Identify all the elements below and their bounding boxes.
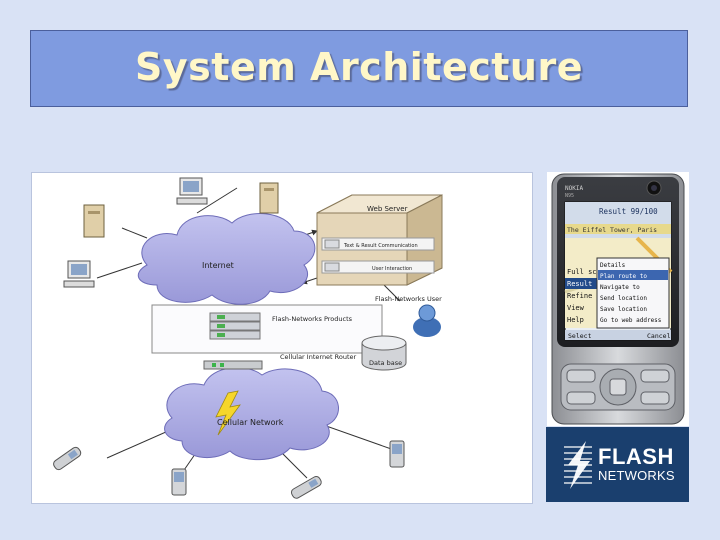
mobile-phone-icon [389, 440, 405, 468]
phone-model: N95 [565, 193, 574, 199]
mobile-phone-icon [53, 446, 82, 471]
products-label: Flash-Networks Products [272, 315, 353, 323]
server-tower-icon [259, 182, 279, 214]
submenu-item[interactable]: Go to web address [600, 317, 662, 324]
mobile-phone-icon [290, 475, 322, 499]
left-menu-item[interactable]: Full sc [567, 268, 597, 276]
result-count: Result 99/100 [599, 207, 658, 216]
database-label: Data base [369, 359, 402, 367]
text-comm-label: Text & Result Communication [343, 243, 418, 249]
desktop-pc-icon [176, 177, 208, 205]
map-label: The Eiffel Tower, Paris [567, 226, 657, 234]
cellular-label: Cellular Network [217, 418, 284, 427]
submenu-item[interactable]: Send location [600, 295, 647, 302]
title-bar: System Architecture [30, 30, 688, 107]
softkey-right[interactable]: Cancel [647, 332, 671, 340]
architecture-diagram: Internet Cellular Network Web Server Tex… [31, 172, 533, 504]
softkey-left[interactable]: Select [568, 332, 592, 340]
lightning-icon [215, 390, 241, 436]
slide-title: System Architecture [135, 45, 583, 89]
left-menu-item[interactable]: View [567, 304, 585, 312]
cellular-cloud [164, 367, 339, 461]
left-menu-item[interactable]: Help [567, 316, 584, 324]
left-menu-item[interactable]: Refine [567, 292, 592, 300]
mobile-phone-icon [171, 468, 187, 496]
web-server-label: Web Server [367, 205, 408, 213]
server-tower-icon [83, 204, 105, 238]
desktop-pc-icon [63, 260, 95, 288]
products-rack-icon [209, 312, 261, 340]
phone-image: NOKIA N95 Result 99/100 The Eiffel Tower… [547, 172, 689, 426]
logo-line2: NETWORKS [598, 468, 675, 483]
fn-user-label: Flash-Networks User [375, 295, 442, 303]
submenu-item[interactable]: Save location [600, 306, 647, 313]
left-menu-item[interactable]: Result [567, 280, 592, 288]
phone-brand: NOKIA [565, 185, 583, 192]
user-interaction-label: User Interaction [372, 266, 412, 272]
internet-label: Internet [202, 261, 234, 270]
web-server-icon [316, 194, 443, 286]
submenu-item[interactable]: Plan route to [600, 273, 647, 280]
flash-networks-logo: FLASH NETWORKS [546, 427, 689, 502]
submenu-item[interactable]: Details [600, 262, 626, 269]
internet-cloud [137, 213, 316, 305]
navigation-keypad[interactable] [560, 363, 676, 411]
database-icon [361, 335, 407, 371]
logo-line1: FLASH [598, 444, 674, 469]
router-label: Cellular Internet Router [280, 353, 357, 361]
router-icon [203, 360, 263, 370]
submenu-item[interactable]: Navigate to [600, 284, 640, 291]
user-icon [413, 304, 441, 337]
